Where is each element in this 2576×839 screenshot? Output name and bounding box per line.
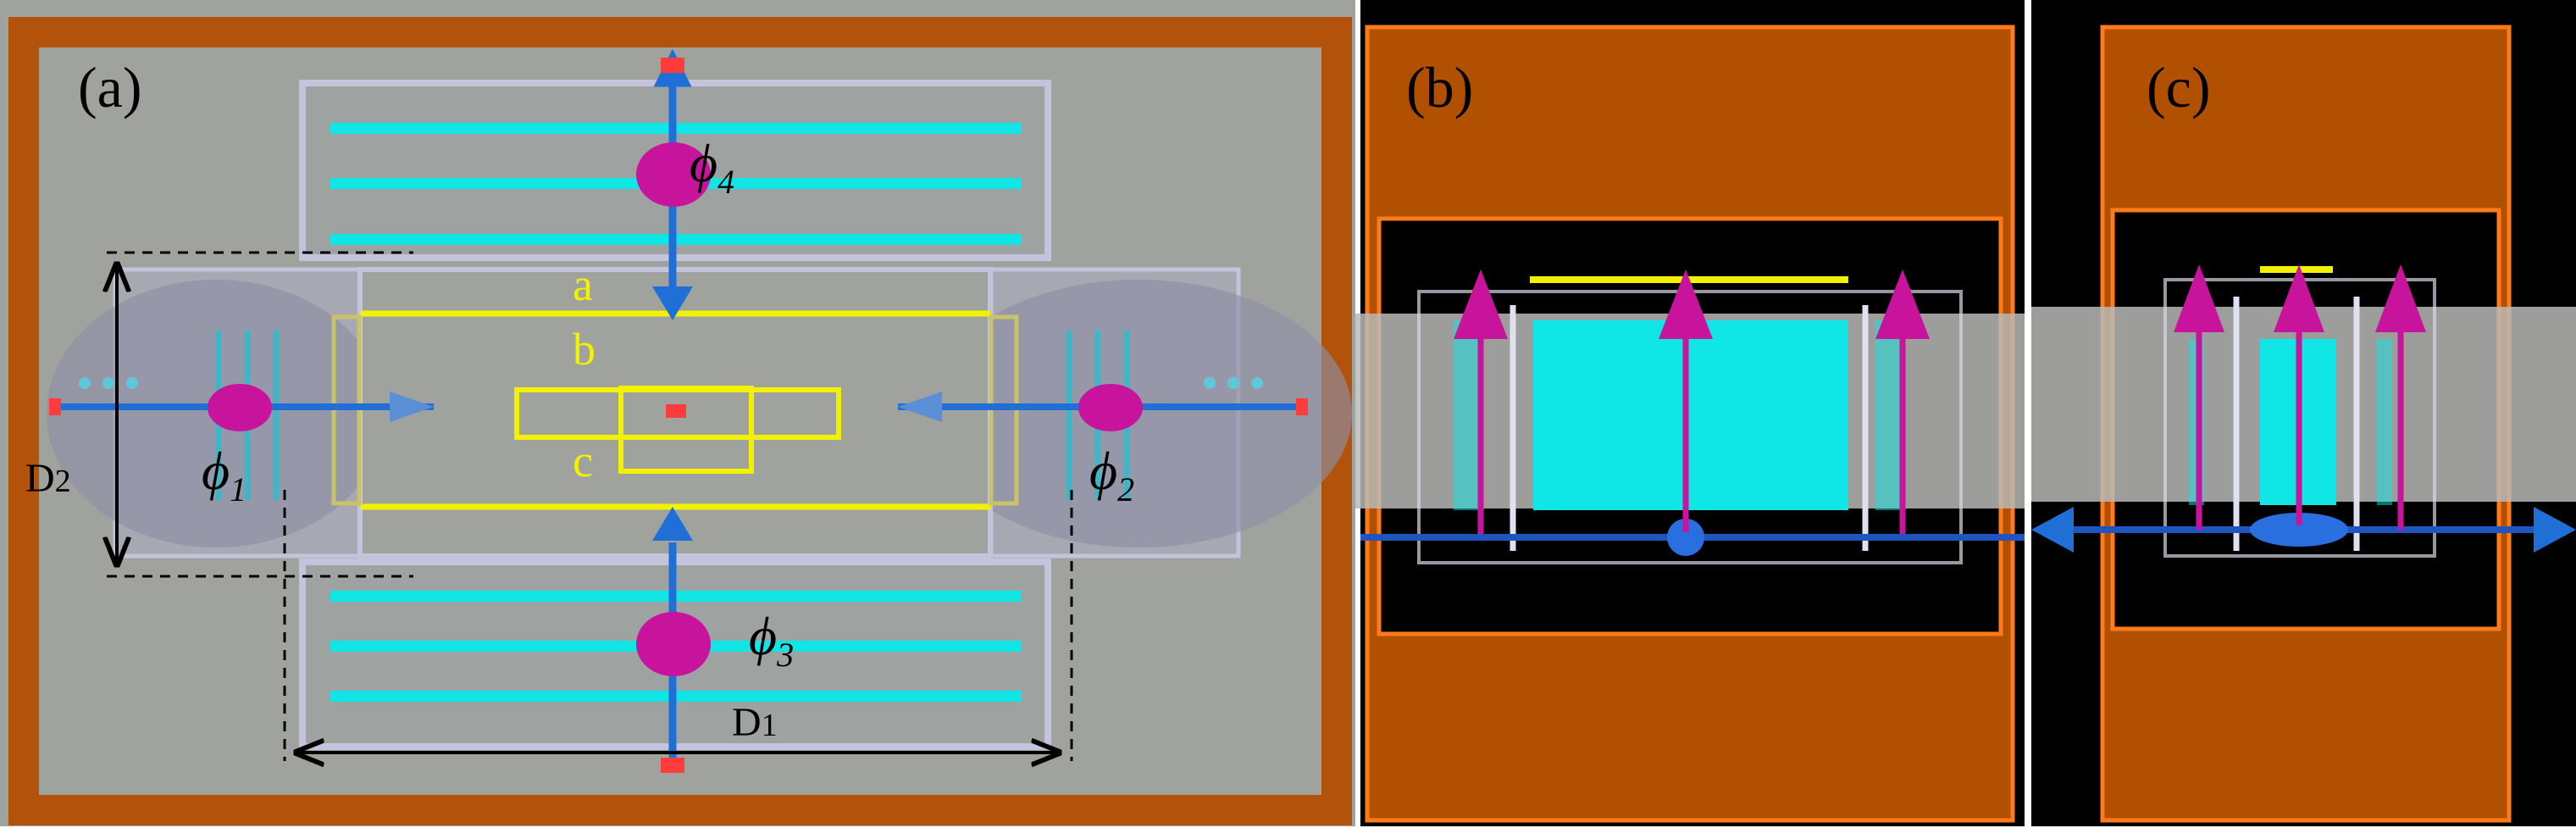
panel-label-a: (a) xyxy=(78,55,141,119)
field-arrow xyxy=(1454,269,1508,339)
cyan-resonator xyxy=(1533,320,1848,510)
region-label-a: a xyxy=(573,259,593,310)
label-d1: D1 xyxy=(732,700,778,745)
excitation-point xyxy=(666,404,686,418)
panel-a: a b c ϕ1 ϕ2 ϕ3 ϕ4 D2 D1 xyxy=(0,0,1355,826)
field-arrow xyxy=(1875,269,1930,339)
panel-b: (b) xyxy=(1355,0,2025,826)
field-arrow xyxy=(2274,264,2324,332)
probe-phi4 xyxy=(636,142,711,207)
region-label-b: b xyxy=(573,324,596,375)
region-label-c: c xyxy=(573,436,593,486)
field-arrow xyxy=(2174,264,2224,332)
label-d2: D2 xyxy=(25,456,71,501)
boundary-c xyxy=(618,386,754,474)
panel-label-b: (b) xyxy=(1406,55,1473,119)
label-phi2: ϕ2 xyxy=(1089,441,1134,508)
probe-phi1 xyxy=(208,384,272,431)
probe-phi2 xyxy=(1078,384,1143,431)
label-phi3: ϕ3 xyxy=(749,606,794,674)
field-arrow xyxy=(2375,264,2426,332)
label-phi1: ϕ1 xyxy=(202,441,247,508)
panel-c: (c) xyxy=(2031,0,2576,826)
probe-phi3 xyxy=(636,612,711,676)
field-arrow xyxy=(1659,269,1713,339)
label-phi4: ϕ4 xyxy=(690,133,734,201)
panel-label-c: (c) xyxy=(2147,55,2210,119)
